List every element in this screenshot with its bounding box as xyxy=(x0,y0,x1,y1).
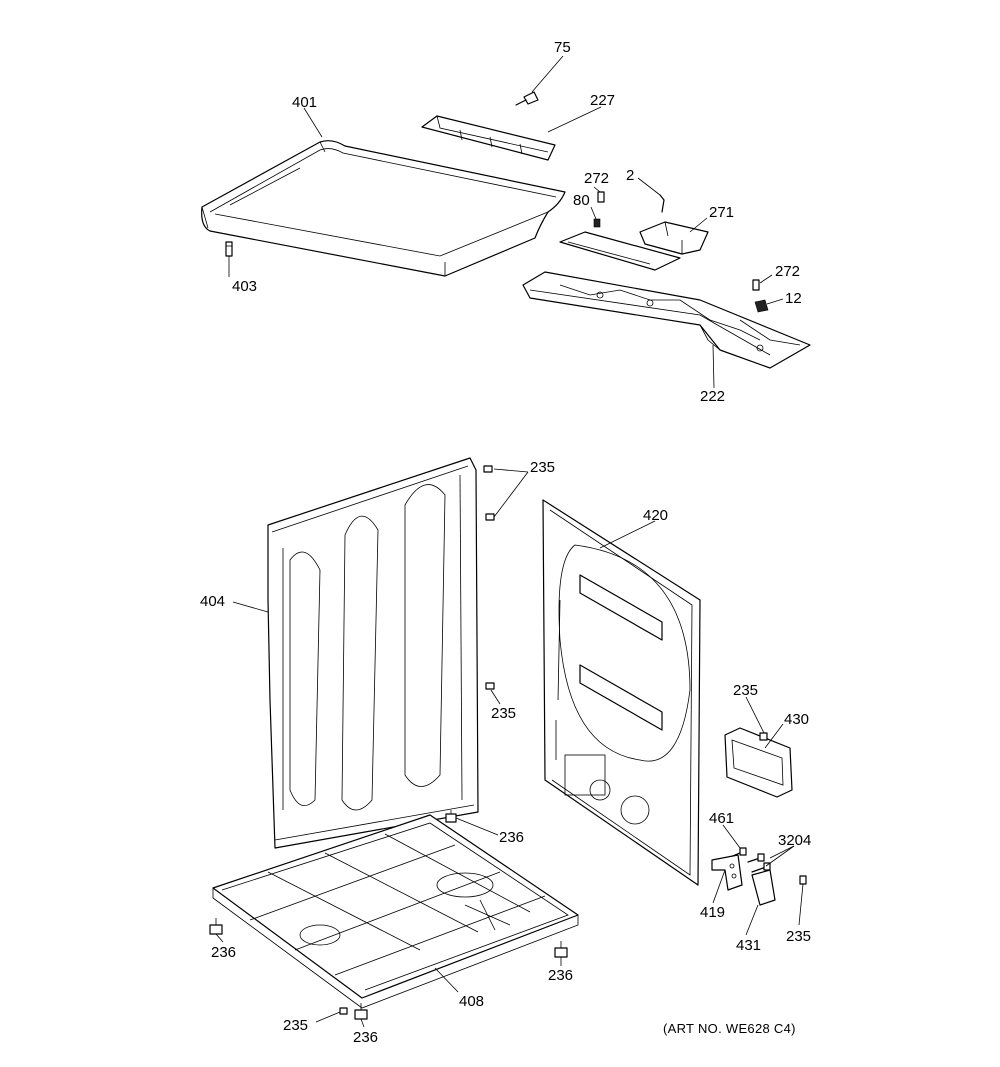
callout-235-c[interactable]: 235 xyxy=(733,682,758,699)
part-235-screw-side[interactable] xyxy=(485,682,495,690)
callout-272[interactable]: 272 xyxy=(584,170,609,187)
callout-235-e[interactable]: 235 xyxy=(283,1017,308,1034)
part-235-screw-duct[interactable] xyxy=(759,732,768,741)
part-404-side-panel[interactable] xyxy=(267,457,479,849)
callout-401[interactable]: 401 xyxy=(292,94,317,111)
callout-3204[interactable]: 3204 xyxy=(778,832,811,849)
callout-236-b[interactable]: 236 xyxy=(211,944,236,961)
part-222-frame-rail[interactable] xyxy=(522,271,811,369)
part-419-bracket[interactable] xyxy=(711,854,743,891)
leader-lines xyxy=(215,55,804,1028)
callout-12[interactable]: 12 xyxy=(785,290,802,307)
callout-labels: 75 401 227 272 2 80 271 403 272 12 222 2… xyxy=(200,39,811,1046)
callout-2[interactable]: 2 xyxy=(626,167,634,184)
callout-403[interactable]: 403 xyxy=(232,278,257,295)
callout-236-c[interactable]: 236 xyxy=(548,967,573,984)
callout-272-b[interactable]: 272 xyxy=(775,263,800,280)
part-235-screw-bracket[interactable] xyxy=(799,875,807,885)
callout-236-a[interactable]: 236 xyxy=(499,829,524,846)
part-236-foot-3[interactable] xyxy=(554,941,568,958)
part-235-screw-top[interactable] xyxy=(483,465,495,521)
callout-461[interactable]: 461 xyxy=(709,810,734,827)
part-mounting-plate[interactable] xyxy=(559,231,681,271)
part-420-rear-panel[interactable] xyxy=(542,499,701,886)
callout-404[interactable]: 404 xyxy=(200,593,225,610)
callout-431[interactable]: 431 xyxy=(736,937,761,954)
part-272-clip-2[interactable] xyxy=(752,279,760,291)
part-403-pin[interactable] xyxy=(225,241,233,257)
callout-271[interactable]: 271 xyxy=(709,204,734,221)
part-401-top-cover[interactable] xyxy=(201,140,566,277)
callout-235-d[interactable]: 235 xyxy=(786,928,811,945)
callout-235-a[interactable]: 235 xyxy=(530,459,555,476)
part-430-duct-cover[interactable] xyxy=(724,727,793,798)
part-3204-screws[interactable] xyxy=(747,853,771,873)
callout-430[interactable]: 430 xyxy=(784,711,809,728)
callout-227[interactable]: 227 xyxy=(590,92,615,109)
part-12-clip[interactable] xyxy=(754,299,769,313)
part-236-foot-4[interactable] xyxy=(354,1003,368,1020)
art-number-label: (ART NO. WE628 C4) xyxy=(663,1021,796,1036)
callout-222[interactable]: 222 xyxy=(700,388,725,405)
part-271-bracket[interactable] xyxy=(639,221,709,255)
part-431-bracket[interactable] xyxy=(751,869,776,906)
callout-236-d[interactable]: 236 xyxy=(353,1029,378,1046)
part-408-base[interactable] xyxy=(212,814,579,1009)
callout-420[interactable]: 420 xyxy=(643,507,668,524)
part-80-clip[interactable] xyxy=(593,218,601,228)
part-235-screw-bottom[interactable] xyxy=(339,1007,348,1015)
part-2-clip[interactable] xyxy=(659,194,665,213)
callout-75[interactable]: 75 xyxy=(554,39,571,56)
callout-419[interactable]: 419 xyxy=(700,904,725,921)
callout-408[interactable]: 408 xyxy=(459,993,484,1010)
part-236-foot-2[interactable] xyxy=(209,918,223,935)
part-227-bracket[interactable] xyxy=(421,115,556,161)
part-75-screw[interactable] xyxy=(515,91,539,106)
part-272-clip[interactable] xyxy=(597,191,605,203)
callout-235-b[interactable]: 235 xyxy=(491,705,516,722)
callout-80[interactable]: 80 xyxy=(573,192,590,209)
